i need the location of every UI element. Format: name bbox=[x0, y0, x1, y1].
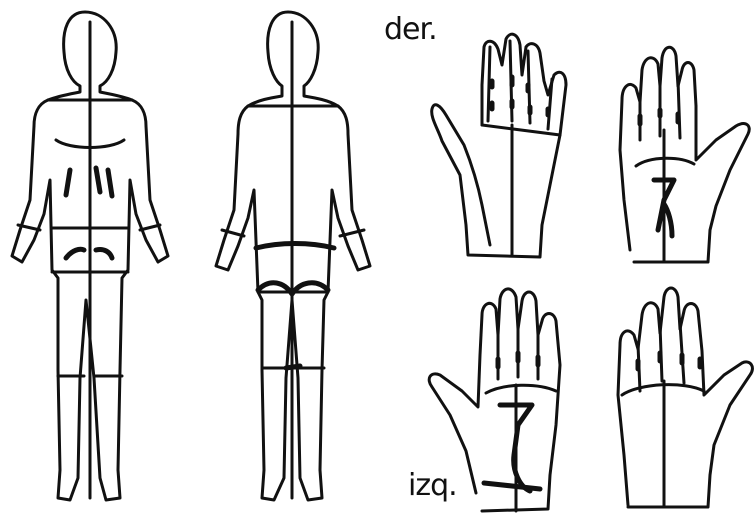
right-hand-back bbox=[420, 25, 590, 275]
left-hand-back bbox=[600, 275, 756, 523]
right-side-label: der. bbox=[384, 12, 437, 47]
left-side-label: izq. bbox=[408, 468, 457, 503]
body-back-figure bbox=[200, 0, 380, 523]
right-hand-palm bbox=[600, 30, 756, 280]
body-front-figure bbox=[0, 0, 200, 523]
